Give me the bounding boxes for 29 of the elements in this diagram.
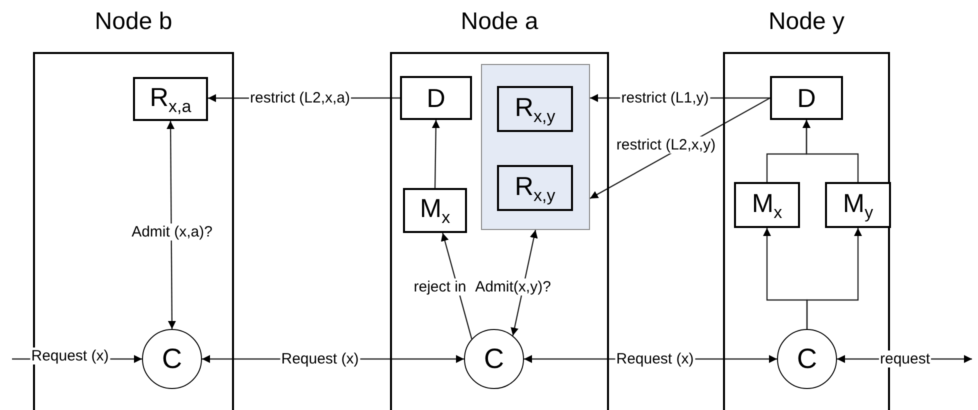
node-heading: Node a <box>460 8 540 36</box>
edge-label: Admit (x,a)? <box>130 224 214 240</box>
edge-label: restrict (L2,x,a) <box>248 90 352 106</box>
component-box: M$_{x}$ <box>734 182 800 228</box>
controller-circle: C <box>464 329 524 389</box>
arrow <box>802 120 859 182</box>
component-box: D <box>400 76 472 120</box>
component-box: R$_{x,y}$ <box>497 165 573 211</box>
edge-label: Request (x) <box>30 348 110 364</box>
component-box: R$_{x,y}$ <box>497 86 573 132</box>
controller-circle: C <box>777 329 837 389</box>
edge-label: Request (x) <box>280 350 360 368</box>
edge-label: restrict (L2,x,y) <box>615 136 717 154</box>
edge-label: Admit(x,y)? <box>474 278 552 296</box>
node-heading: Node y <box>767 8 846 36</box>
node-heading: Node b <box>94 8 174 36</box>
edge-label: Request (x) <box>615 350 695 368</box>
arrow <box>166 121 176 329</box>
controller-circle: C <box>142 329 202 389</box>
arrow <box>432 120 440 188</box>
component-box: M$_{y}$ <box>825 182 891 228</box>
arrow <box>806 228 862 329</box>
component-box: D <box>770 76 843 120</box>
edge-label: request <box>878 350 932 368</box>
component-box: R$_{x,a}$ <box>133 77 208 121</box>
edge-label: restrict (L1,y) <box>620 90 710 106</box>
edge-label: reject in <box>412 278 468 296</box>
shaded-group-box <box>481 64 590 230</box>
component-box: M$_{x}$ <box>403 188 467 233</box>
